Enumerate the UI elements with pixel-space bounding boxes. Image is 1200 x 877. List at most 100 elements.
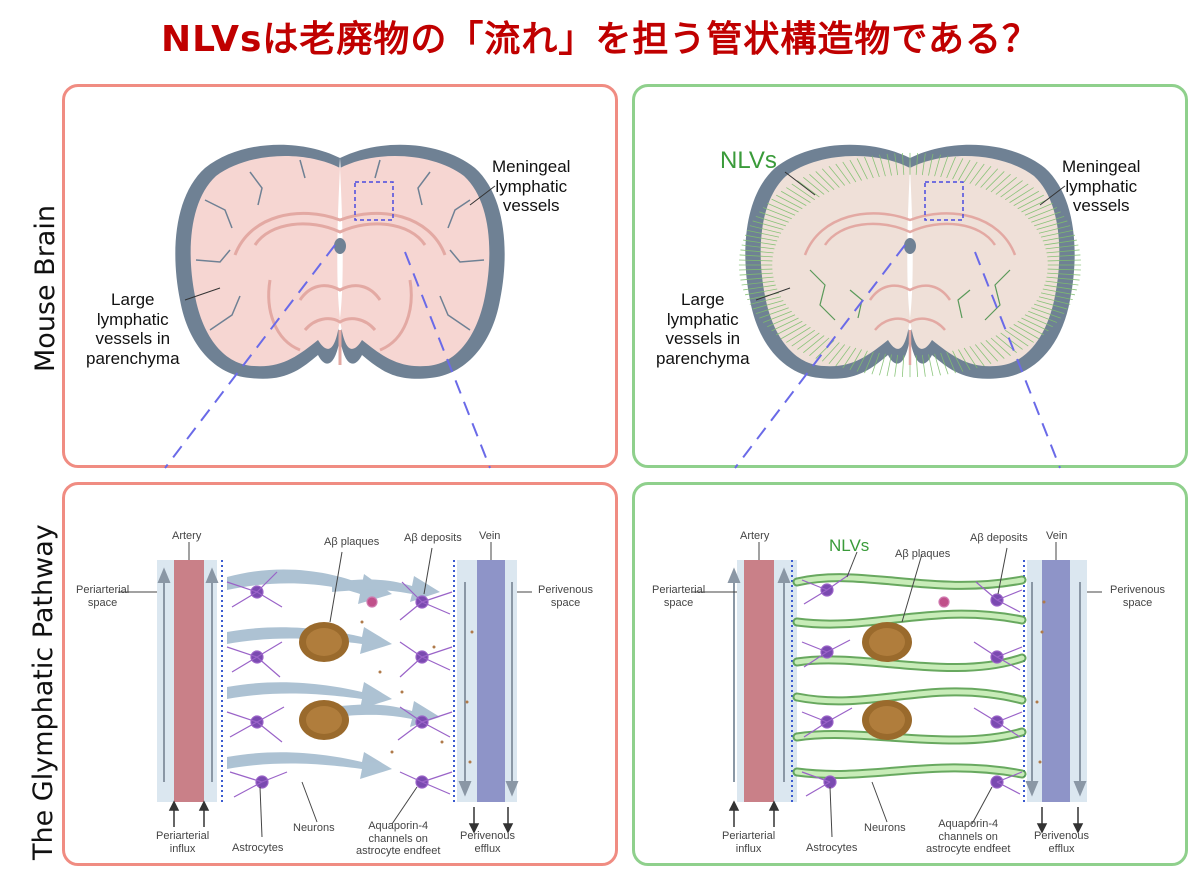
label-meningeal-right-line3: vessels bbox=[1072, 196, 1130, 216]
label-perivenous-efflux-right-line2: efflux bbox=[1048, 842, 1075, 855]
label-neurons-left: Neurons bbox=[293, 822, 335, 834]
label-meningeal-right-line1: Meningeal bbox=[1062, 157, 1141, 176]
nlv-strand bbox=[739, 268, 773, 271]
nlv-strand bbox=[980, 342, 999, 362]
label-abeta-plaques-right: Aβ plaques bbox=[895, 548, 951, 560]
nlv-strand bbox=[940, 155, 949, 178]
abeta-plaques-right bbox=[862, 622, 912, 740]
artery-vessel-right bbox=[744, 560, 774, 802]
nlv-strand bbox=[780, 324, 807, 340]
label-abeta-plaques-left: Aβ plaques bbox=[324, 536, 380, 548]
nlv-strand bbox=[747, 229, 780, 238]
nlv-strand bbox=[969, 163, 985, 184]
label-periarterial-influx-left-line2: influx bbox=[169, 842, 196, 855]
nlv-strand bbox=[963, 347, 978, 369]
nlv-strand bbox=[934, 353, 941, 376]
nlv-network-brain bbox=[738, 152, 1082, 378]
nlv-strand bbox=[940, 352, 949, 375]
nlv-strand bbox=[946, 351, 956, 374]
label-large-left-line1: Large bbox=[111, 290, 155, 309]
nlv-strand bbox=[915, 355, 919, 378]
nlv-strand bbox=[915, 152, 919, 175]
label-meningeal-right: Meningeal lymphatic vessels bbox=[1062, 157, 1140, 216]
label-large-left-line4: parenchyma bbox=[86, 348, 180, 368]
label-abeta-deposits-right: Aβ deposits bbox=[970, 532, 1028, 544]
abeta-plaques-left bbox=[299, 622, 349, 740]
label-artery-right: Artery bbox=[740, 530, 770, 542]
nlv-strand bbox=[755, 215, 787, 227]
nlv-strand bbox=[1004, 329, 1029, 347]
nlv-strand bbox=[1042, 288, 1076, 296]
nlv-strand bbox=[1024, 202, 1053, 216]
nlv-strand bbox=[1028, 310, 1058, 323]
label-periarterial-space-right-line1: Periarterial bbox=[652, 584, 706, 596]
nlv-strand bbox=[1047, 254, 1081, 258]
label-periarterial-space-left-line2: space bbox=[87, 596, 118, 609]
nlv-strand bbox=[797, 332, 820, 350]
nlv-strand bbox=[749, 225, 782, 234]
nlv-strand bbox=[894, 354, 899, 377]
nlv-strand bbox=[928, 354, 934, 377]
nlv-strand bbox=[803, 335, 825, 353]
brain-tissue-right bbox=[760, 156, 1060, 367]
nlv-strand bbox=[1038, 225, 1071, 234]
label-perivenous-efflux-left-line1: Perivenous bbox=[460, 830, 516, 842]
label-large-left-line3: vessels in bbox=[95, 329, 171, 349]
label-perivenous-space-right: Perivenous space bbox=[1110, 584, 1165, 609]
nlv-strand bbox=[771, 198, 799, 213]
nlv-strand bbox=[995, 177, 1017, 195]
nlv-strand bbox=[828, 344, 846, 364]
label-meningeal-left-line1: Meningeal bbox=[492, 157, 571, 176]
label-periarterial-space-right-line2: space bbox=[663, 596, 694, 609]
nlv-strand bbox=[762, 310, 792, 323]
label-meningeal-left-line3: vessels bbox=[502, 196, 560, 216]
nlv-strand bbox=[786, 327, 811, 343]
nlv-strand bbox=[776, 194, 803, 210]
nlv-strand bbox=[928, 153, 934, 176]
nlv-strand bbox=[767, 314, 796, 328]
nlv-strand bbox=[739, 259, 773, 262]
label-aquaporin-left: Aquaporin-4 channels on astrocyte endfee… bbox=[356, 820, 440, 858]
nlv-strand bbox=[821, 168, 840, 188]
nlv-strand bbox=[740, 276, 774, 281]
astrocytes-right bbox=[820, 583, 1004, 789]
label-large-left: Large lymphatic vessels in parenchyma bbox=[86, 290, 180, 368]
nlv-strand bbox=[1036, 300, 1068, 310]
label-aquaporin-left-line3: astrocyte endfeet bbox=[356, 845, 441, 858]
nlv-strand bbox=[1028, 207, 1058, 220]
nlv-strand bbox=[791, 329, 816, 347]
nlv-strand bbox=[828, 166, 846, 186]
label-meningeal-left: Meningeal lymphatic vessels bbox=[492, 157, 570, 216]
label-large-right-line1: Large bbox=[681, 290, 725, 309]
nlv-strand bbox=[803, 177, 825, 195]
nlv-strand bbox=[1045, 244, 1079, 250]
nlv-strand bbox=[786, 187, 811, 203]
nlv-strand bbox=[879, 154, 886, 177]
nlv-strand bbox=[864, 351, 874, 374]
nlv-strand bbox=[842, 347, 857, 369]
nlv-strand bbox=[741, 244, 775, 250]
nlv-strand bbox=[985, 171, 1005, 190]
nlv-strand bbox=[1038, 296, 1071, 305]
nlv-strand bbox=[759, 307, 789, 319]
nlv-strand bbox=[739, 272, 773, 276]
nlv-strand bbox=[743, 284, 776, 291]
nlv-strand bbox=[1000, 332, 1023, 350]
nlv-strand bbox=[1044, 239, 1077, 246]
label-perivenous-space-left-line2: space bbox=[550, 596, 581, 609]
nlv-strand bbox=[835, 346, 851, 367]
label-large-right: Large lymphatic vessels in parenchyma bbox=[656, 290, 750, 368]
nlv-strand bbox=[809, 337, 830, 356]
nlv-strand bbox=[743, 239, 776, 246]
nlv-strand bbox=[864, 156, 874, 179]
label-vein-right: Vein bbox=[1046, 530, 1068, 542]
nlv-strand bbox=[1024, 314, 1053, 328]
label-periarterial-influx-left: Periarterial influx bbox=[156, 830, 209, 855]
nlv-strand bbox=[879, 353, 886, 376]
nlv-strand bbox=[759, 211, 789, 223]
nlv-strand bbox=[752, 220, 784, 230]
nlv-strand bbox=[958, 159, 971, 181]
nlv-strand bbox=[755, 303, 787, 315]
nlv-strand bbox=[744, 288, 778, 296]
nlv-strand bbox=[974, 344, 992, 364]
